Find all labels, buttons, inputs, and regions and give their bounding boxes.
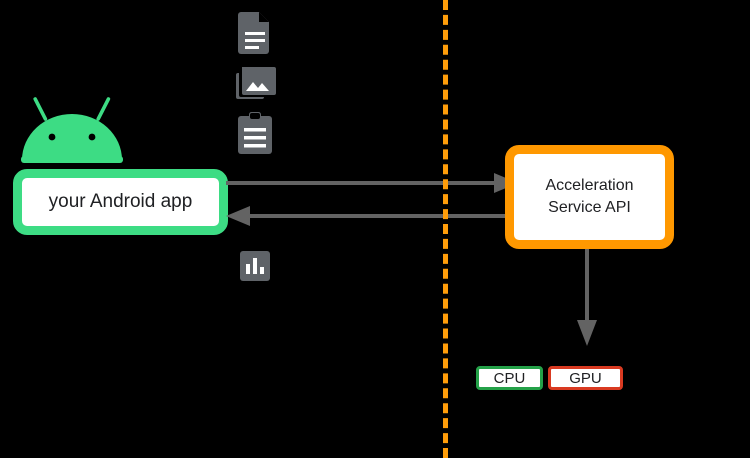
request-arrow bbox=[226, 173, 518, 193]
clipboard-icon bbox=[238, 112, 272, 154]
gpu-chip-label: GPU bbox=[569, 369, 602, 387]
android-robot-icon bbox=[21, 97, 123, 163]
acceleration-service-label-line1: Acceleration bbox=[545, 177, 634, 195]
acceleration-service-label: Acceleration Service API bbox=[545, 175, 633, 218]
gpu-chip: GPU bbox=[548, 366, 623, 390]
acceleration-service-label-line2: Service API bbox=[548, 199, 631, 216]
cpu-chip-label: CPU bbox=[493, 369, 526, 387]
delegate-arrow bbox=[577, 246, 597, 346]
client-app-label: your Android app bbox=[48, 190, 193, 212]
response-arrow bbox=[226, 206, 518, 226]
document-icon bbox=[238, 12, 269, 54]
process-boundary-line bbox=[443, 0, 448, 458]
photos-icon bbox=[236, 67, 276, 99]
client-app-box: your Android app bbox=[13, 169, 228, 235]
bar-chart-icon bbox=[240, 251, 270, 281]
acceleration-service-box: Acceleration Service API bbox=[505, 145, 674, 249]
cpu-chip: CPU bbox=[476, 366, 543, 390]
